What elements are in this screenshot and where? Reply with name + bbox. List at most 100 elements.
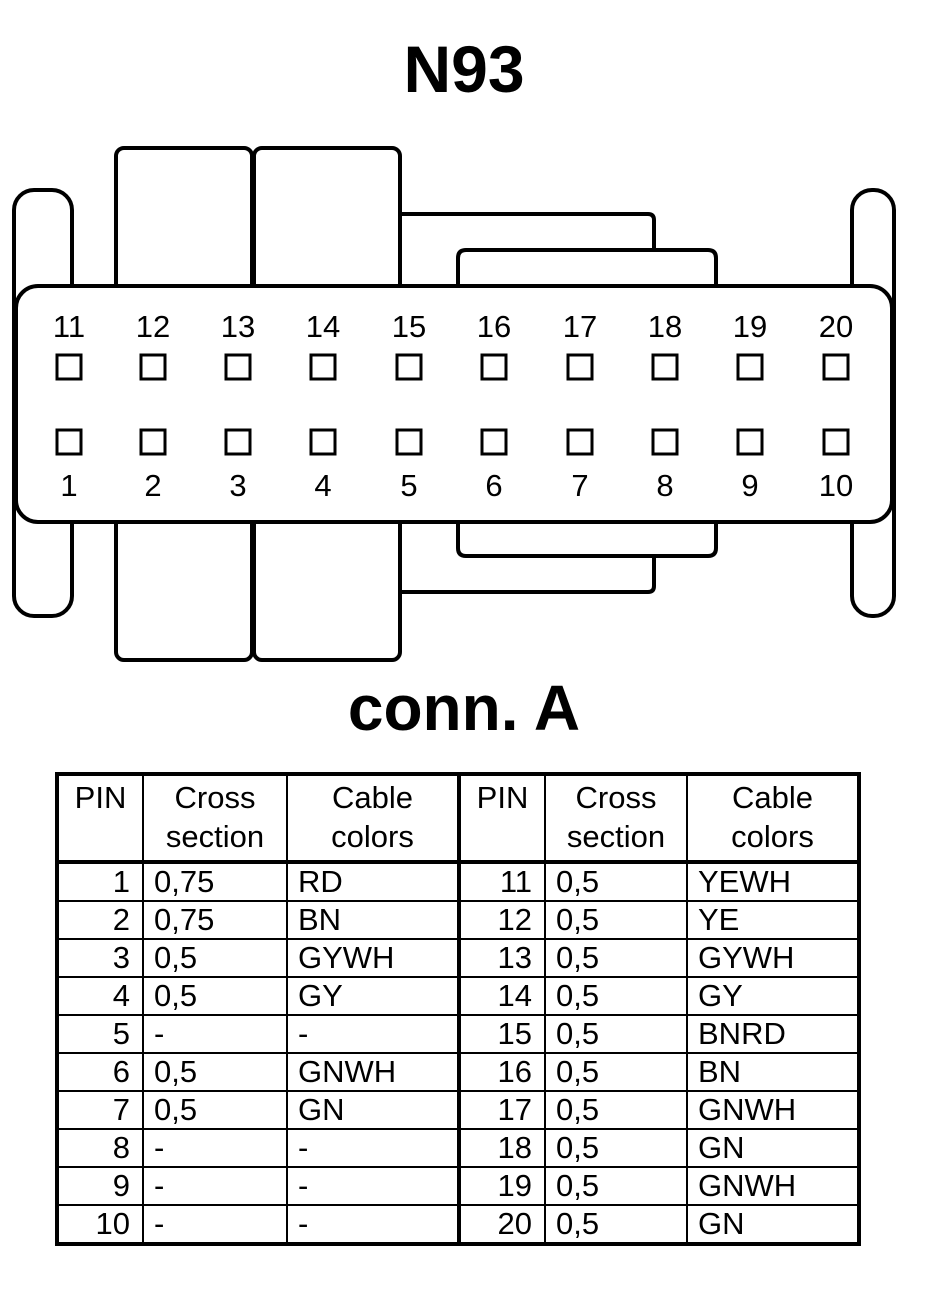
- pin-socket-bottom: [139, 428, 167, 456]
- pin-cell: 15: [457, 1014, 546, 1054]
- pin-label-bottom: 7: [571, 468, 588, 503]
- pin-cell: 3: [56, 938, 144, 978]
- cable-color-cell: GY: [286, 976, 460, 1016]
- pin-socket-top: [139, 353, 167, 381]
- cross-section-cell: 0,5: [142, 1090, 288, 1130]
- cable-color-cell: BNRD: [686, 1014, 860, 1054]
- cross-section-cell: 0,5: [544, 1166, 688, 1206]
- pin-socket-top: [651, 353, 679, 381]
- pin-socket-bottom: [395, 428, 423, 456]
- cable-color-cell: BN: [686, 1052, 860, 1092]
- cable-color-cell: -: [286, 1204, 460, 1245]
- pin-cell: 14: [457, 976, 546, 1016]
- cable-color-cell: GN: [686, 1128, 860, 1168]
- cross-section-cell: -: [142, 1128, 288, 1168]
- pin-label-top: 11: [53, 309, 85, 344]
- pin-label-bottom: 6: [485, 468, 502, 503]
- pin-cell: 18: [457, 1128, 546, 1168]
- cable-color-cell: -: [286, 1128, 460, 1168]
- pin-cell: 8: [56, 1128, 144, 1168]
- pin-cell: 6: [56, 1052, 144, 1092]
- cross-section-cell: 0,5: [544, 976, 688, 1016]
- cross-section-cell: 0,5: [544, 1128, 688, 1168]
- pin-socket-bottom: [651, 428, 679, 456]
- bottom-latch-left: [114, 508, 254, 662]
- pin-socket-top: [822, 353, 850, 381]
- pin-label-top: 12: [136, 309, 170, 344]
- header-pin: PIN: [457, 773, 546, 863]
- cross-section-cell: 0,75: [142, 861, 288, 902]
- cable-color-cell: -: [286, 1166, 460, 1206]
- cross-section-cell: 0,5: [544, 861, 688, 902]
- pin-label-bottom: 2: [144, 468, 161, 503]
- pin-socket-bottom: [55, 428, 83, 456]
- pin-cell: 2: [56, 900, 144, 940]
- pin-label-bottom: 9: [741, 468, 758, 503]
- cable-color-cell: BN: [286, 900, 460, 940]
- pin-socket-top: [736, 353, 764, 381]
- pin-label-top: 15: [392, 309, 426, 344]
- bottom-housing-step: [456, 520, 718, 558]
- top-latch-left: [114, 146, 254, 300]
- pin-socket-bottom: [224, 428, 252, 456]
- pin-label-bottom: 1: [60, 468, 77, 503]
- pin-cell: 7: [56, 1090, 144, 1130]
- cross-section-cell: -: [142, 1204, 288, 1245]
- pin-socket-top: [309, 353, 337, 381]
- pin-label-top: 19: [733, 309, 767, 344]
- pin-socket-top: [395, 353, 423, 381]
- pin-label-top: 18: [648, 309, 682, 344]
- connector-label: conn. A: [347, 672, 581, 744]
- pin-cell: 16: [457, 1052, 546, 1092]
- pin-label-bottom: 8: [656, 468, 673, 503]
- cross-section-cell: 0,5: [142, 1052, 288, 1092]
- pin-label-bottom: 5: [400, 468, 417, 503]
- pin-label-bottom: 10: [819, 468, 853, 503]
- pin-socket-bottom: [480, 428, 508, 456]
- pin-cell: 17: [457, 1090, 546, 1130]
- cable-color-cell: GN: [686, 1204, 860, 1245]
- pin-cell: 1: [56, 861, 144, 902]
- pin-cell: 4: [56, 976, 144, 1016]
- pin-socket-bottom: [822, 428, 850, 456]
- pin-label-top: 17: [563, 309, 597, 344]
- pin-label-top: 13: [221, 309, 255, 344]
- cross-section-cell: 0,5: [142, 976, 288, 1016]
- pin-label-top: 16: [477, 309, 511, 344]
- cable-color-cell: RD: [286, 861, 460, 902]
- cross-section-cell: 0,5: [544, 938, 688, 978]
- cross-section-cell: 0,5: [544, 900, 688, 940]
- cross-section-cell: 0,5: [544, 1014, 688, 1054]
- pin-cell: 12: [457, 900, 546, 940]
- cable-color-cell: GNWH: [286, 1052, 460, 1092]
- cross-section-cell: 0,5: [142, 938, 288, 978]
- cross-section-cell: 0,5: [544, 1204, 688, 1245]
- pin-cell: 5: [56, 1014, 144, 1054]
- pin-cell: 13: [457, 938, 546, 978]
- top-housing-step: [456, 248, 718, 290]
- pin-cell: 9: [56, 1166, 144, 1206]
- cable-color-cell: GN: [286, 1090, 460, 1130]
- cross-section-cell: -: [142, 1014, 288, 1054]
- diagram-title: N93: [403, 32, 525, 106]
- cross-section-cell: 0,75: [142, 900, 288, 940]
- connector-body: [14, 284, 894, 524]
- bottom-latch-right: [252, 508, 402, 662]
- pin-socket-top: [55, 353, 83, 381]
- cable-color-cell: GYWH: [686, 938, 860, 978]
- pin-label-top: 20: [819, 309, 853, 344]
- pin-cell: 11: [457, 861, 546, 902]
- pin-cell: 19: [457, 1166, 546, 1206]
